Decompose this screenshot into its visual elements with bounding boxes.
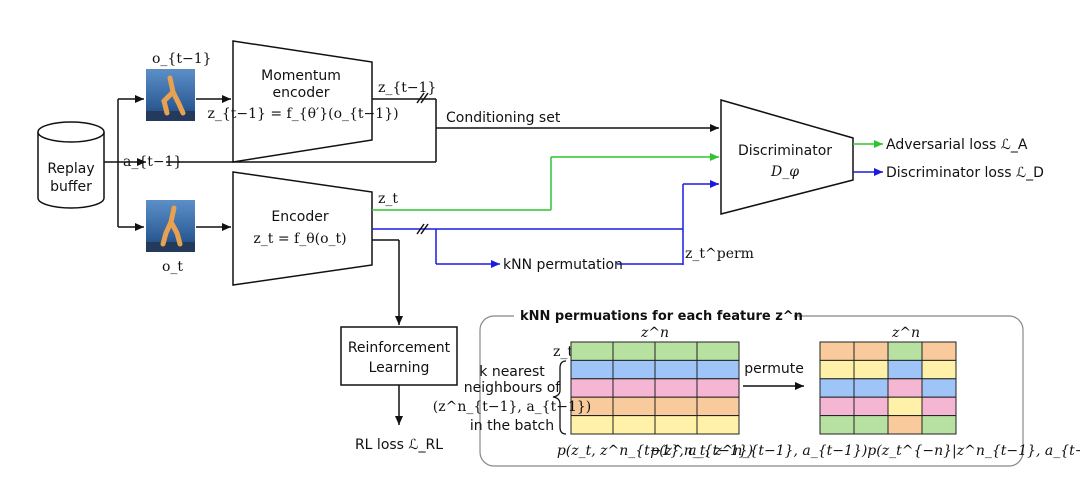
grid-cell (654, 359, 698, 380)
obs-curr-label: o_t (162, 259, 183, 275)
observation-image-prev (146, 69, 195, 121)
brace-line4: in the batch (470, 418, 554, 434)
grid-cell (612, 341, 656, 361)
grid-cell (853, 359, 889, 380)
brace (552, 360, 567, 435)
discriminator-line1: Discriminator (738, 143, 832, 159)
grid-cell (696, 341, 740, 361)
grid-cell (921, 378, 957, 398)
rl-path (372, 239, 403, 425)
grid-cell (819, 415, 855, 435)
grid-cell (696, 359, 740, 380)
replay-branches (104, 95, 146, 231)
momentum-encoder: Momentum encoder z_{t−1} = f_{θ′}(o_{t−1… (207, 40, 399, 163)
grid-cell (612, 378, 656, 398)
z-prev-label: z_{t−1} (378, 80, 436, 96)
action-label: a_{t−1} (123, 154, 182, 170)
replay-buffer: Replay buffer (37, 121, 105, 209)
grid-cell (887, 378, 923, 398)
rl-loss-label: RL loss ℒ_RL (355, 437, 443, 453)
grid-cell (570, 415, 614, 435)
grid-cell (853, 415, 889, 435)
reinforcement-learning-box: Reinforcement Learning (340, 326, 458, 386)
grid-cell (887, 415, 923, 435)
grid-cell (819, 396, 855, 417)
conditioning-set-label: Conditioning set (446, 110, 561, 126)
conditioning-path (166, 92, 719, 163)
grid-cell (921, 341, 957, 361)
encoder-formula: z_t = f_θ(o_t) (253, 231, 346, 247)
grid-cell (887, 359, 923, 380)
grid-cell (696, 415, 740, 435)
grid-cell (921, 359, 957, 380)
green-zt-path (372, 153, 719, 211)
discriminator-symbol: D_φ (770, 164, 799, 180)
obs-prev-label: o_{t−1} (152, 51, 212, 67)
knn-permutation-label: kNN permutation (503, 257, 623, 273)
discriminator: Discriminator D_φ (720, 99, 854, 215)
zt-label: z_t (378, 191, 398, 207)
inset-zt-label: z_t (553, 344, 573, 360)
grid-cell (654, 415, 698, 435)
grid-cell (570, 341, 614, 361)
grid-cell (696, 396, 740, 417)
grid-cell (887, 396, 923, 417)
z-perm-label: z_t^perm (685, 246, 754, 262)
momentum-encoder-formula: z_{t−1} = f_{θ′}(o_{t−1}) (207, 106, 398, 122)
brace-line1: k nearest (479, 364, 545, 380)
permute-label: permute (744, 361, 804, 377)
grid-cell (570, 359, 614, 380)
encoder: Encoder z_t = f_θ(o_t) (232, 171, 373, 286)
stop-gradient-mark (416, 223, 429, 235)
grid-cell (654, 378, 698, 398)
knn-inset: kNN permuations for each feature z^n z^n… (433, 305, 1080, 467)
inset-title: kNN permuations for each feature z^n (520, 309, 803, 324)
grid-cell (921, 396, 957, 417)
brace-line2: neighbours of (464, 380, 562, 396)
zn-right-label: z^n (891, 325, 920, 341)
grid-cell (612, 415, 656, 435)
brace-line3: (z^n_{t−1}, a_{t−1}) (433, 399, 591, 415)
left-caption: p(z_t, z^n_{t−1}, a_{t−1}) (557, 443, 753, 459)
grid-cell (819, 341, 855, 361)
grid-cell (570, 378, 614, 398)
grid-cell (887, 341, 923, 361)
grid-cell (853, 378, 889, 398)
grid-cell (654, 396, 698, 417)
blue-perm-path (372, 180, 719, 268)
rl-box-line1: Reinforcement (348, 340, 451, 356)
grid-cell (696, 378, 740, 398)
momentum-encoder-line2: encoder (272, 85, 329, 101)
left-grid (570, 341, 740, 435)
grid-cell (612, 396, 656, 417)
replay-buffer-line1: Replay (47, 161, 94, 177)
adversarial-loss-label: Adversarial loss ℒ_A (886, 137, 1028, 153)
right-grid (819, 341, 957, 435)
grid-cell (853, 341, 889, 361)
right-caption: p(z^n_t, z^n_{t−1}, a_{t−1})p(z_t^{−n}|z… (650, 443, 1080, 459)
encoder-line1: Encoder (271, 209, 328, 225)
observation-image-curr (146, 200, 195, 252)
grid-cell (819, 378, 855, 398)
rl-box-line2: Learning (369, 360, 430, 376)
discriminator-loss-label: Discriminator loss ℒ_D (886, 165, 1044, 181)
grid-cell (853, 396, 889, 417)
momentum-encoder-line1: Momentum (261, 68, 341, 84)
zn-left-label: z^n (640, 325, 669, 341)
replay-buffer-line2: buffer (50, 179, 92, 195)
grid-cell (654, 341, 698, 361)
grid-cell (819, 359, 855, 380)
grid-cell (921, 415, 957, 435)
grid-cell (612, 359, 656, 380)
